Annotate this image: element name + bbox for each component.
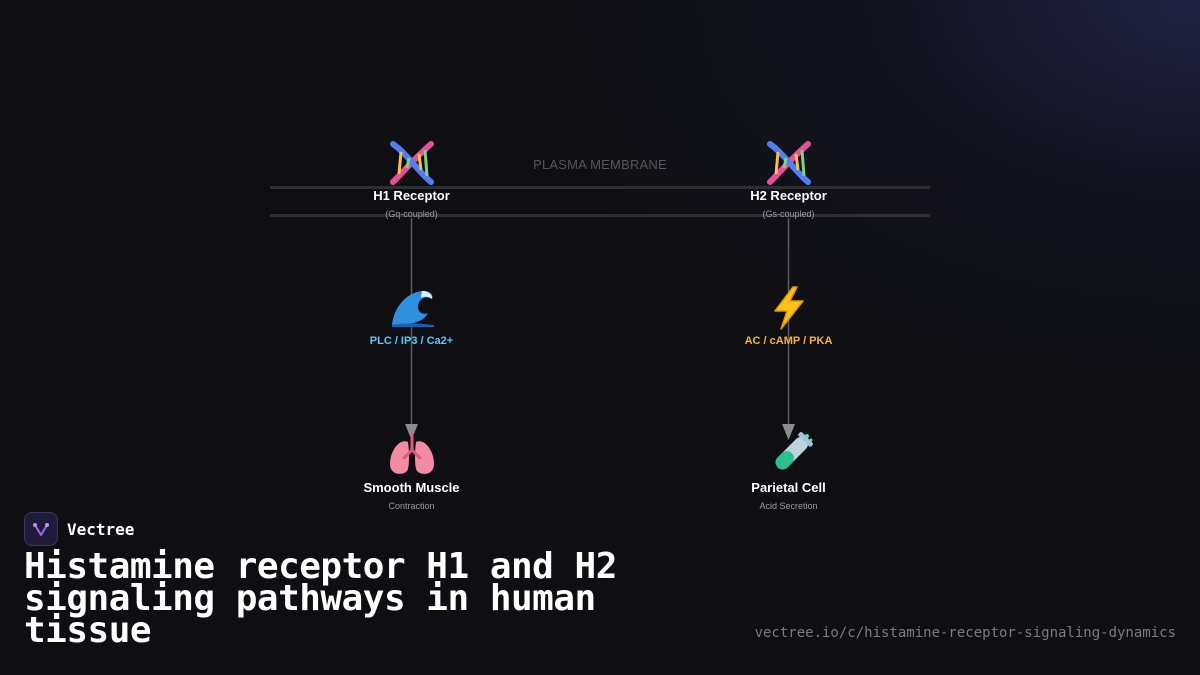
h2-pathway-node: AC / cAMP / PKA: [689, 285, 889, 347]
brand-name: Vectree: [67, 519, 135, 539]
h1-target-subtitle: Contraction: [388, 501, 435, 511]
h1-arrowhead: [405, 424, 418, 440]
h1-pathway-label: PLC / IP3 / Ca2+: [369, 335, 454, 347]
membrane-label: PLASMA MEMBRANE: [533, 157, 667, 172]
h1-target-title: Smooth Muscle: [363, 480, 460, 495]
wave-icon: [391, 290, 434, 327]
dna-icon: [766, 141, 811, 185]
membrane-inner-line: [270, 214, 930, 217]
page-title: Histamine receptor H1 and H2 signaling p…: [24, 546, 617, 651]
h1-receptor-node: H1 Receptor (Gq-coupled): [312, 140, 512, 219]
h2-pathway-label: AC / cAMP / PKA: [744, 335, 833, 347]
test-tube-icon: [775, 432, 813, 470]
membrane-outer-line: [270, 186, 930, 189]
h2-receptor-subtitle: (Gs-coupled): [762, 209, 815, 219]
h1-pathway-node: PLC / IP3 / Ca2+: [312, 285, 512, 347]
h2-target-subtitle: Acid Secretion: [759, 501, 818, 511]
h1-receptor-subtitle: (Gq-coupled): [385, 209, 438, 219]
source-url: vectree.io/c/histamine-receptor-signalin…: [754, 625, 1176, 641]
brand: Vectree: [24, 512, 134, 546]
h2-receptor-title: H2 Receptor: [750, 188, 827, 203]
lungs-icon: [389, 432, 434, 474]
dna-icon: [389, 141, 434, 185]
h1-target-node: Smooth Muscle Contraction: [312, 432, 512, 511]
vectree-logo-icon: [24, 512, 58, 546]
h2-arrowhead: [782, 424, 795, 440]
h2-target-node: Parietal Cell Acid Secretion: [689, 432, 889, 511]
h2-receptor-node: H2 Receptor (Gs-coupled): [689, 140, 889, 219]
h2-target-title: Parietal Cell: [751, 480, 826, 495]
h1-receptor-title: H1 Receptor: [373, 188, 450, 203]
lightning-icon: [773, 286, 804, 330]
